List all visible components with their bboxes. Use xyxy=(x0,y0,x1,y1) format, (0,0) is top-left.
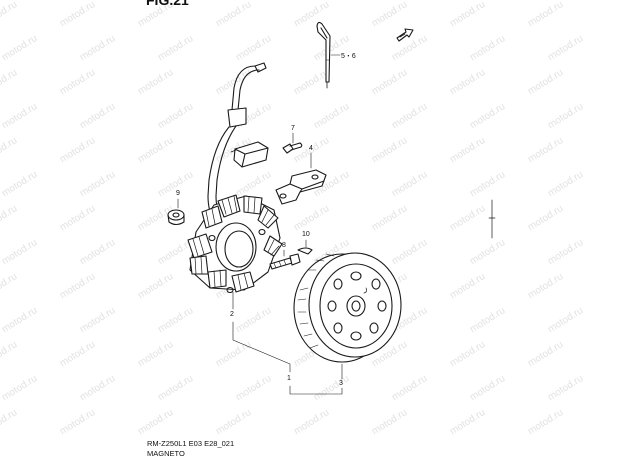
stator-bracket xyxy=(275,169,327,205)
callout-bracket: 4 xyxy=(309,145,313,152)
callout-rotor: 3 xyxy=(339,380,343,387)
grommet xyxy=(167,209,185,226)
callout-key: 10 xyxy=(302,231,310,238)
upper-bolt xyxy=(282,142,303,154)
wire-clamp xyxy=(316,21,331,89)
callout-assembly: 1 xyxy=(287,375,291,382)
direction-arrow-icon xyxy=(396,28,414,42)
wire-connector xyxy=(230,141,269,168)
rotor-bolt xyxy=(269,253,301,270)
margin-mark xyxy=(488,199,496,239)
figure-label: FIG.21 xyxy=(146,0,189,8)
callout-clamp: 5・6 xyxy=(341,53,356,60)
model-code-label: RM-Z250L1 E03 E28_021 xyxy=(147,439,235,448)
callout-stator: 2 xyxy=(230,311,234,318)
stator-coil xyxy=(187,194,283,294)
flywheel-rotor xyxy=(293,252,402,363)
callout-grommet: 9 xyxy=(176,190,180,197)
figure-caption: MAGNETO xyxy=(147,449,185,458)
callout-bolt-upper: 7 xyxy=(291,125,295,132)
callout-bolt-rotor: 8 xyxy=(282,242,286,249)
assembly-bracket xyxy=(232,321,343,395)
woodruff-key xyxy=(297,247,313,255)
